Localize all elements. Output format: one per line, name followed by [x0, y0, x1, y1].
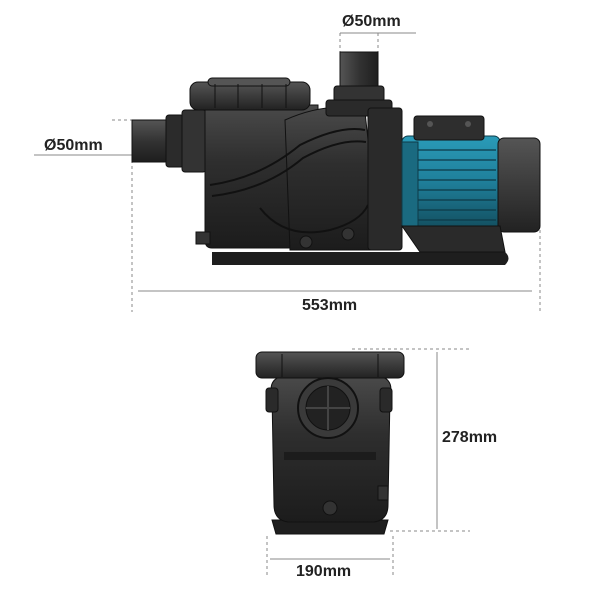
front-drain-plug [322, 500, 338, 516]
fan-cover [497, 137, 541, 233]
drain-plug-left [195, 231, 211, 245]
overall-height-label: 278mm [442, 429, 498, 446]
front-side-lug-left [265, 387, 279, 413]
inlet-diameter-label: Ø50mm [44, 137, 103, 154]
dimension-lines-front-view [266, 348, 470, 578]
pump-front-view [255, 351, 405, 535]
lid-top [207, 77, 291, 87]
drain-plug-right [341, 227, 355, 241]
inlet-pipe [131, 119, 173, 163]
front-side-lug-right [379, 387, 393, 413]
volute-curve-1 [209, 128, 366, 186]
volute-curve-3 [259, 204, 369, 234]
inlet-union [165, 114, 185, 168]
overall-length-label: 553mm [302, 297, 358, 314]
motor-support [401, 225, 506, 253]
motor-front-ring [401, 141, 419, 227]
terminal-box [413, 115, 485, 141]
front-lid [255, 351, 405, 379]
motor-flange [367, 107, 403, 251]
base-plate [212, 252, 509, 265]
terminal-screw-1 [427, 121, 433, 127]
volute-curve-2 [211, 140, 367, 197]
drain-plug [299, 235, 313, 249]
terminal-screw-2 [465, 121, 471, 127]
overall-width-label: 190mm [296, 563, 352, 580]
outlet-diameter-label: Ø50mm [342, 13, 401, 30]
inlet-nut [181, 109, 207, 173]
motor-fins [418, 149, 496, 221]
pump-side-view [131, 51, 541, 265]
front-drain-right [377, 485, 389, 501]
front-band [284, 452, 376, 460]
dimension-lines-side-view [34, 32, 541, 312]
